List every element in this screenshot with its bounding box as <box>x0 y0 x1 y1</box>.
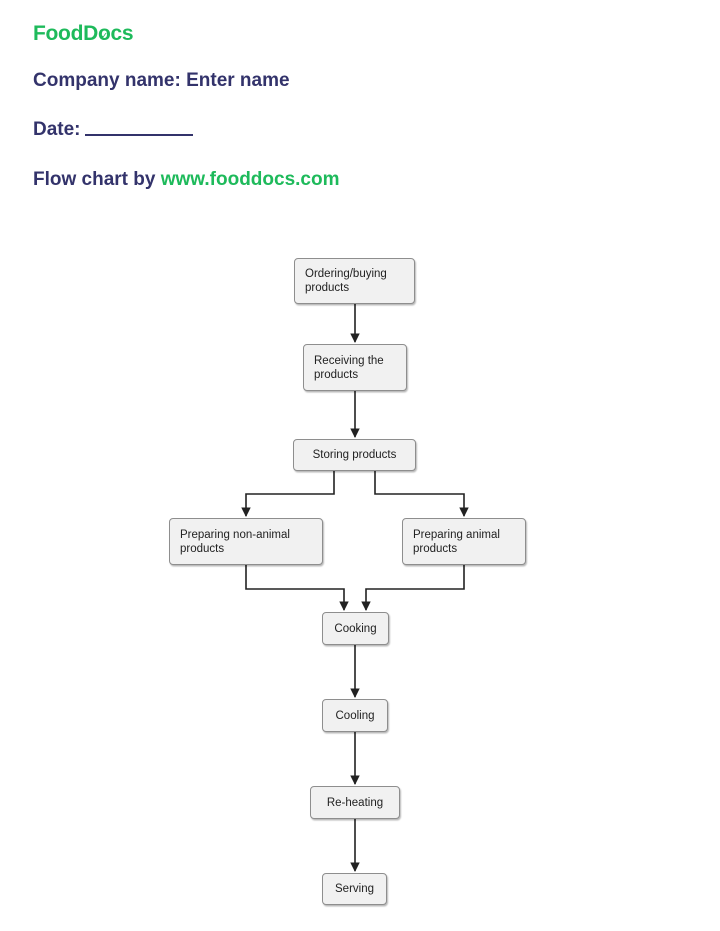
step-storing-products: Storing products <box>293 439 416 471</box>
step-cooking: Cooking <box>322 612 389 645</box>
connector-storing-to-nonanimal <box>241 471 335 517</box>
step-cooling: Cooling <box>322 699 388 732</box>
date-label: Date: <box>33 119 81 140</box>
date-line: Date: <box>33 119 193 141</box>
logo-check-icon: ✓ <box>100 30 109 41</box>
logo-mark-o: o <box>98 22 111 45</box>
step-re-heating: Re-heating <box>310 786 400 819</box>
step-serving: Serving <box>322 873 387 905</box>
logo-text-food: Food <box>33 22 84 45</box>
logo-mark: o✓ <box>98 22 111 46</box>
step-ordering-buying-products: Ordering/buying products <box>294 258 415 304</box>
step-receiving-the-products: Receiving the products <box>303 344 407 391</box>
fooddocs-logo: FoodDo✓cs <box>33 22 134 46</box>
company-name-line: Company name: Enter name <box>33 70 290 91</box>
step-preparing-animal-products: Preparing animal products <box>402 518 526 565</box>
flow-chart-credit: Flow chart by www.fooddocs.com <box>33 169 340 191</box>
step-preparing-non-animal-products: Preparing non-animal products <box>169 518 323 565</box>
flow-chart-credit-prefix: Flow chart by <box>33 169 161 190</box>
connector-nonanimal-to-cooking <box>245 565 349 611</box>
date-blank-line <box>84 134 193 136</box>
logo-text-cs: cs <box>110 22 134 45</box>
connector-storing-to-animal <box>374 471 469 517</box>
logo-text-d: D <box>83 22 98 45</box>
connector-animal-to-cooking <box>361 565 465 611</box>
fooddocs-link[interactable]: www.fooddocs.com <box>160 169 340 190</box>
